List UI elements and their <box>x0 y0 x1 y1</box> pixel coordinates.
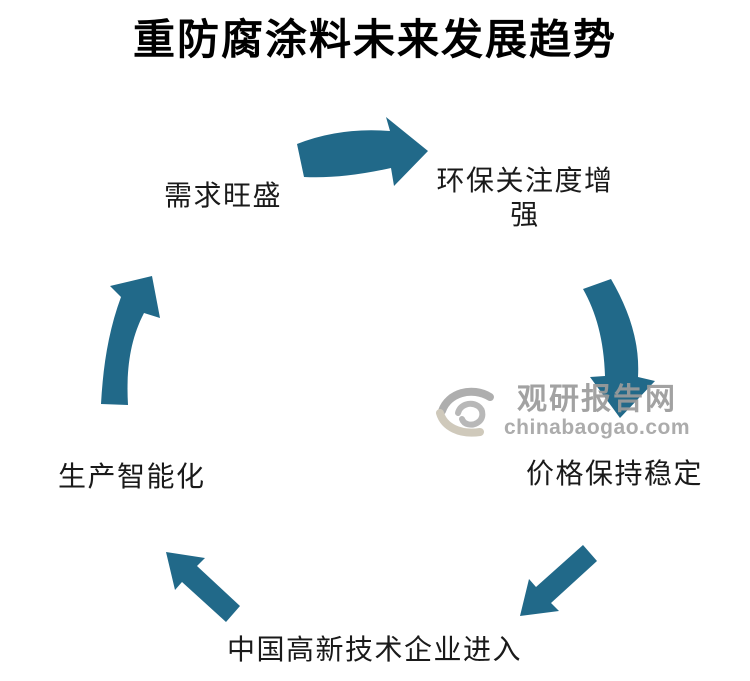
node-demand: 需求旺盛 <box>164 180 283 211</box>
watermark-site-domain: chinabaogao.com <box>504 416 691 439</box>
node-price: 价格保持稳定 <box>526 458 704 489</box>
chinabaogao-logo-icon <box>436 387 494 437</box>
arrow-price-to-hightech <box>520 545 597 616</box>
page-title: 重防腐涂料未来发展趋势 <box>132 18 617 64</box>
logo-swirl-bottom <box>436 409 484 437</box>
watermark-site-name: 观研报告网 <box>517 383 678 416</box>
arrow-production-to-demand <box>101 276 160 405</box>
logo-swirl-inner <box>455 400 486 428</box>
logo-swirl-top <box>438 387 494 415</box>
watermark: 观研报告网 chinabaogao.com <box>436 383 690 441</box>
node-hightech: 中国高新技术企业进入 <box>227 634 523 665</box>
node-environment: 环保关注度增强 <box>436 165 614 230</box>
node-production: 生产智能化 <box>58 461 206 492</box>
arrow-environment-to-price <box>583 279 655 418</box>
arrow-demand-to-environment <box>297 117 428 186</box>
arrow-hightech-to-production <box>166 552 240 622</box>
